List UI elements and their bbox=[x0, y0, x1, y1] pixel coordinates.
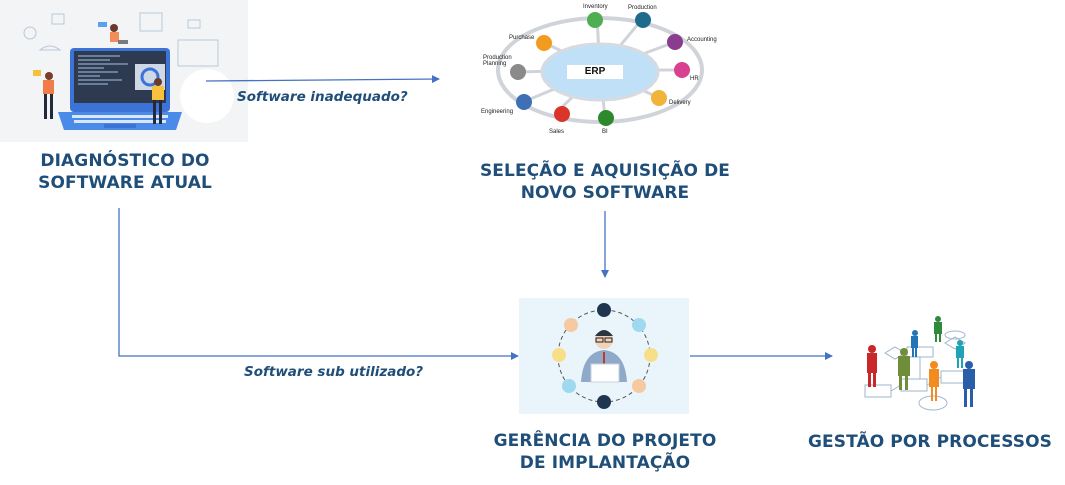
erp-module-inventory-icon bbox=[587, 12, 603, 28]
erp-module-label: Accounting bbox=[687, 37, 717, 43]
erp-module-production-icon bbox=[635, 12, 651, 28]
node-selection-title-line1: SELEÇÃO E AQUISIÇÃO DE bbox=[479, 161, 731, 181]
clock-icon bbox=[632, 318, 646, 332]
person-teal bbox=[956, 340, 964, 368]
diagnosis-illustration bbox=[0, 0, 248, 142]
tablet-icon bbox=[632, 379, 646, 393]
calculator-icon bbox=[562, 379, 576, 393]
lightbulb-icon bbox=[597, 395, 611, 409]
erp-module-delivery-icon bbox=[651, 90, 667, 106]
erp-module-label: Engineering bbox=[481, 109, 514, 115]
erp-illustration: ERP Inventory Production Accounting HR D… bbox=[475, 0, 725, 140]
erp-module-sales-icon bbox=[554, 106, 570, 122]
erp-module-label: Production Planning bbox=[483, 55, 512, 67]
person-navy bbox=[963, 361, 975, 407]
gear-icon bbox=[597, 303, 611, 317]
node-diagnosis-title-line2: SOFTWARE ATUAL bbox=[38, 173, 212, 193]
pen-icon bbox=[564, 318, 578, 332]
node-process-title-line1: GESTÃO POR PROCESSOS bbox=[807, 432, 1053, 452]
node-project-title-line2: DE IMPLANTAÇÃO bbox=[519, 453, 691, 473]
person-olive bbox=[898, 348, 910, 390]
erp-module-label: Sales bbox=[549, 129, 565, 135]
node-diagnosis-title-line1: DIAGNÓSTICO DO bbox=[40, 151, 210, 171]
erp-module-label: Inventory bbox=[583, 4, 608, 10]
erp-module-engineering-icon bbox=[516, 94, 532, 110]
node-selection-title-line2: NOVO SOFTWARE bbox=[520, 183, 690, 203]
erp-center-label: ERP bbox=[584, 66, 606, 77]
erp-module-planning-icon bbox=[510, 64, 526, 80]
person-green bbox=[934, 316, 942, 342]
edge-label-underused: Software sub utilizado? bbox=[244, 364, 424, 380]
node-selection-title: SELEÇÃO E AQUISIÇÃO DE NOVO SOFTWARE bbox=[460, 160, 750, 204]
erp-module-label: Production bbox=[628, 5, 657, 11]
node-diagnosis-title: DIAGNÓSTICO DO SOFTWARE ATUAL bbox=[0, 150, 250, 194]
edge-label-inadequate: Software inadequado? bbox=[237, 89, 408, 105]
erp-module-label: Delivery bbox=[669, 100, 691, 106]
person-orange bbox=[929, 361, 939, 401]
node-project-title-line1: GERÊNCIA DO PROJETO bbox=[493, 431, 717, 451]
process-illustration bbox=[845, 305, 995, 415]
erp-module-label: BI bbox=[602, 129, 608, 135]
erp-module-hr-icon bbox=[674, 62, 690, 78]
erp-module-label: HR bbox=[690, 76, 699, 82]
node-process-title: GESTÃO POR PROCESSOS bbox=[800, 431, 1060, 453]
team-icon bbox=[644, 348, 658, 362]
erp-module-accounting-icon bbox=[667, 34, 683, 50]
project-illustration bbox=[519, 298, 689, 414]
erp-module-label: Purchase bbox=[509, 35, 535, 41]
person-red bbox=[867, 345, 877, 387]
mail-icon bbox=[552, 348, 566, 362]
arrow-diagnosis-to-project bbox=[118, 208, 519, 360]
node-project-title: GERÊNCIA DO PROJETO DE IMPLANTAÇÃO bbox=[460, 430, 750, 474]
erp-module-bi-icon bbox=[598, 110, 614, 126]
erp-module-purchase-icon bbox=[536, 35, 552, 51]
person-blue-small bbox=[911, 330, 918, 357]
